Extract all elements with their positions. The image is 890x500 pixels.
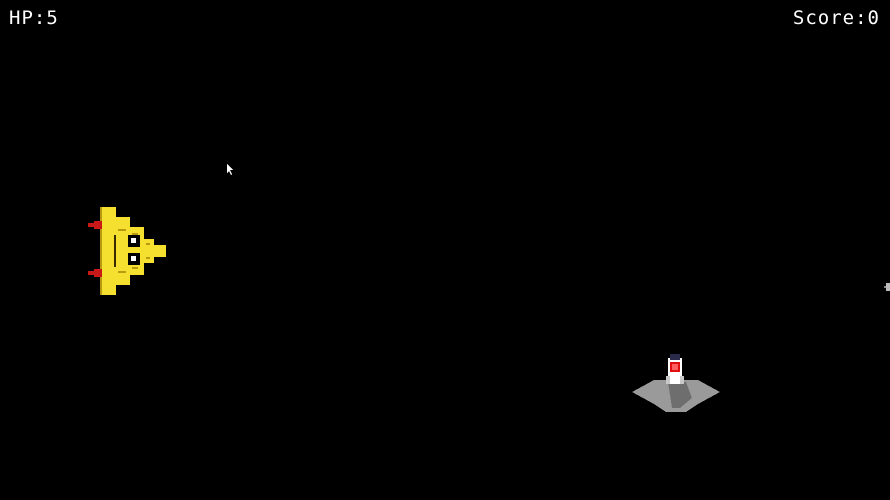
hp-value: 5 (46, 7, 59, 29)
mouse-pointer-icon (227, 164, 233, 175)
score-label: Score: (792, 7, 868, 29)
enemy-rocket-turret-icon (632, 354, 720, 412)
player-ship-icon (88, 207, 166, 295)
hp-readout: HP:5 (9, 6, 59, 30)
hp-label: HP: (9, 7, 47, 29)
debris-icon (884, 283, 890, 291)
score-value: 0 (867, 7, 880, 29)
score-readout: Score:0 (793, 6, 880, 30)
